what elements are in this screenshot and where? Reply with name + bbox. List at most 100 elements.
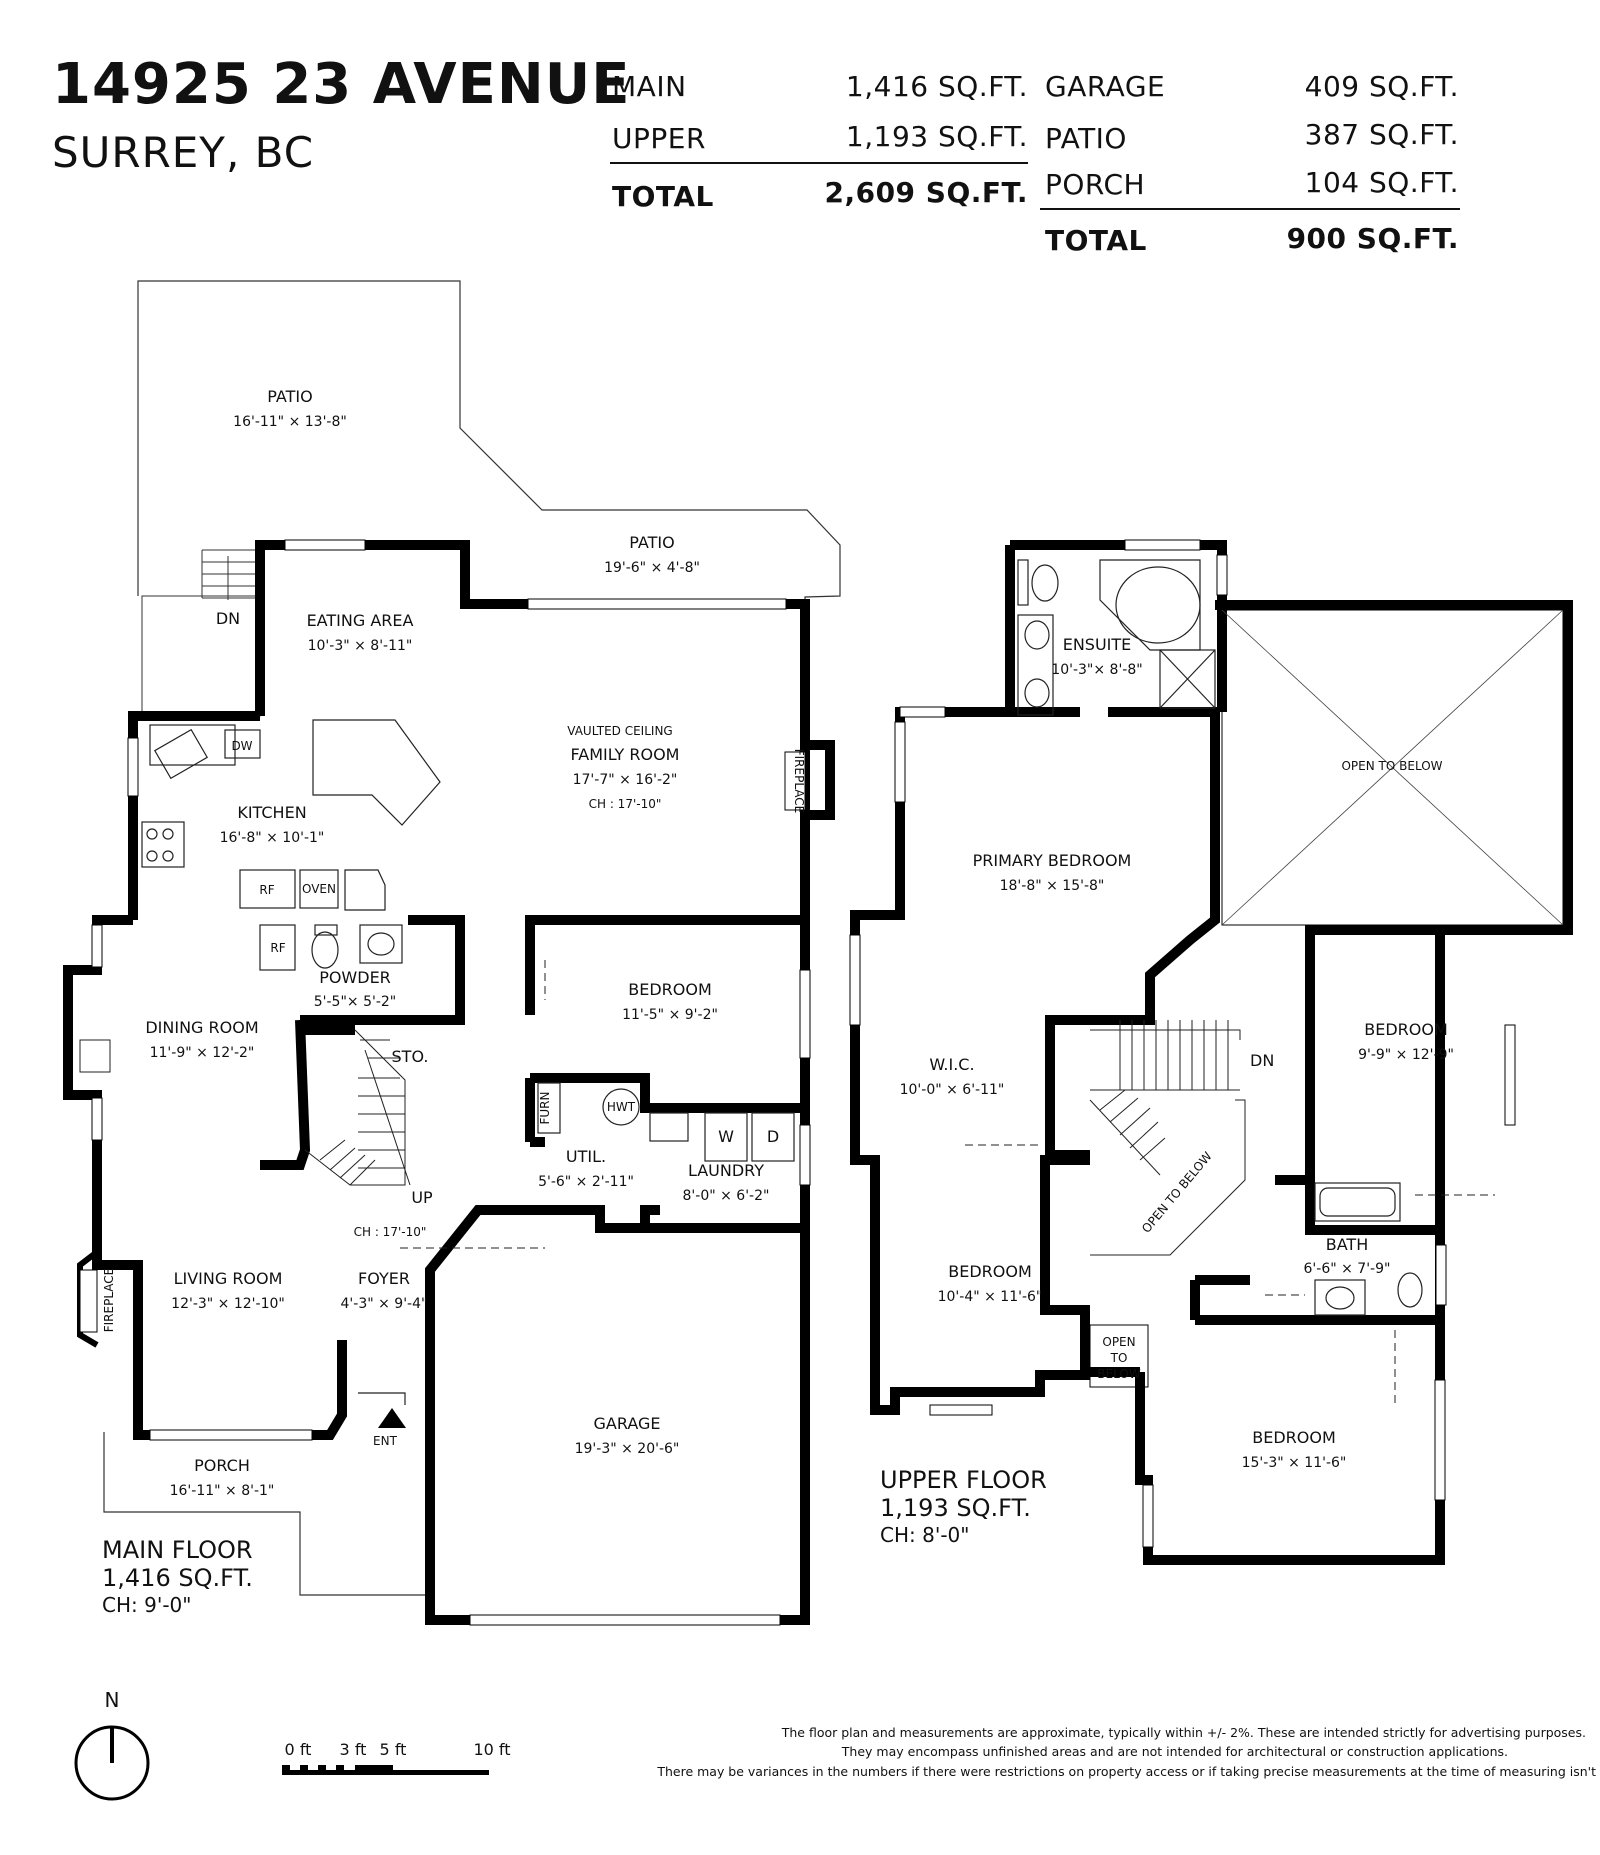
scale-bar: 0 ft 3 ft 5 ft 10 ft (282, 1740, 511, 1775)
entry-arrow-icon (378, 1408, 406, 1428)
porch-name: PORCH (194, 1456, 250, 1475)
garage-name: GARAGE (594, 1414, 661, 1433)
scale-5: 5 ft (380, 1740, 407, 1759)
dining-room-name: DINING ROOM (145, 1018, 258, 1037)
powder-name: POWDER (319, 968, 391, 987)
open-small-line3: BELOW (1097, 1367, 1141, 1381)
property-city: SURREY, BC (52, 128, 315, 177)
furnace (537, 1082, 561, 1134)
family-room-dims: 17'-7" × 16'-2" (573, 772, 678, 788)
fridge-2 (259, 924, 296, 971)
main-bedroom-dims: 11'-5" × 9'-2" (622, 1007, 718, 1023)
foyer-dims: 4'-3" × 9'-4" (341, 1296, 428, 1312)
bath-dims: 6'-6" × 7'-9" (1304, 1261, 1391, 1277)
kitchen-fixtures (141, 719, 441, 971)
upper-floor-area: 1,193 SQ.FT. (880, 1494, 1031, 1522)
disclaimer-line-2: They may encompass unfinished areas and … (841, 1744, 1508, 1759)
porch-outline (103, 1432, 428, 1596)
compass-north-label: N (105, 1688, 120, 1712)
deck-stairs-down-label: DN (216, 609, 240, 628)
living-total-label: TOTAL (612, 180, 714, 213)
kitchen-island (312, 719, 441, 826)
patio-top-dims: 16'-11" × 13'-8" (233, 414, 347, 430)
upper-floor-ceiling: CH: 8'-0" (880, 1523, 969, 1547)
main-floor-title: MAIN FLOOR (102, 1536, 253, 1564)
utility-fixtures (537, 1082, 795, 1162)
dryer-label: D (767, 1127, 779, 1146)
garage-dims: 19'-3" × 20'-6" (575, 1441, 680, 1457)
main-bedroom-name: BEDROOM (628, 980, 712, 999)
disclaimer-line-1: The floor plan and measurements are appr… (781, 1725, 1586, 1740)
foyer-name: FOYER (358, 1269, 410, 1288)
ensuite-shower (1159, 649, 1216, 709)
foyer-ch: CH : 17'-10" (354, 1225, 427, 1239)
patio-area-label: PATIO (1045, 122, 1127, 155)
hwt-label: HWT (607, 1100, 636, 1114)
main-closets (400, 960, 546, 1249)
dining-sink (79, 1039, 111, 1073)
open-to-below-large (1221, 609, 1564, 926)
kitchen-sink (153, 728, 209, 780)
utility-dims: 5'-6" × 2'-11" (538, 1174, 634, 1190)
porch-area-value: 104 SQ.FT. (1304, 166, 1459, 199)
bedroom-bottom-name: BEDROOM (1252, 1428, 1336, 1447)
open-to-below-stair-label: OPEN TO BELOW (1139, 1149, 1215, 1235)
main-stairs (304, 1029, 411, 1186)
pantry (344, 869, 386, 911)
garage-area-value: 409 SQ.FT. (1304, 70, 1459, 103)
upper-floor-walls (850, 540, 1573, 1565)
bath-vanity (1314, 1279, 1366, 1316)
wic-name: W.I.C. (929, 1055, 974, 1074)
porch-area-label: PORCH (1045, 168, 1146, 201)
oven-label: OVEN (302, 882, 336, 896)
wic-dims: 10'-0" × 6'-11" (900, 1082, 1005, 1098)
patio-top-name: PATIO (267, 387, 312, 406)
upper-closets (965, 1144, 1495, 1405)
fridge-1-label: RF (259, 883, 274, 897)
bedroom-mid-dims: 10'-4" × 11'-6" (938, 1289, 1043, 1305)
upper-floor-title: UPPER FLOOR (880, 1466, 1047, 1494)
laundry-dims: 8'-0" × 6'-2" (683, 1188, 770, 1204)
kitchen-counter (149, 724, 236, 766)
kitchen-name: KITCHEN (237, 803, 306, 822)
bath-fixtures (1314, 1182, 1423, 1316)
patio-strip-dims: 19'-6" × 4'-8" (604, 560, 700, 576)
main-stairs-up-label: UP (411, 1188, 433, 1207)
open-to-below-large-label: OPEN TO BELOW (1341, 759, 1442, 773)
bedroom-mid-name: BEDROOM (948, 1262, 1032, 1281)
living-room-dims: 12'-3" × 12'-10" (171, 1296, 285, 1312)
primary-bedroom-dims: 18'-8" × 15'-8" (1000, 878, 1105, 894)
patio-outline (137, 280, 841, 604)
cooktop (141, 821, 185, 868)
washer-label: W (718, 1127, 734, 1146)
powder-vanity (359, 924, 403, 964)
deck-stairs-box (141, 595, 261, 717)
wall-oven (299, 869, 339, 909)
other-total-label: TOTAL (1045, 224, 1147, 257)
laundry-sink (649, 1112, 689, 1142)
laundry-name: LAUNDRY (688, 1161, 764, 1180)
bath-tub (1314, 1182, 1401, 1222)
other-total-rule (1040, 208, 1460, 210)
storage-name: STO. (392, 1047, 429, 1066)
main-floor-ceiling: CH: 9'-0" (102, 1593, 191, 1617)
deck-stairs (201, 549, 260, 600)
scale-3: 3 ft (340, 1740, 367, 1759)
living-room-name: LIVING ROOM (174, 1269, 283, 1288)
powder-fixtures (311, 924, 403, 969)
family-vaulted-note: VAULTED CEILING (567, 724, 672, 738)
scale-0: 0 ft (285, 1740, 312, 1759)
patio-strip-name: PATIO (629, 533, 674, 552)
fridge-1 (239, 869, 296, 909)
ensuite-vanity (1017, 614, 1054, 716)
ensuite-dims: 10'-3"× 8'-8" (1051, 662, 1142, 678)
entry-label: ENT (373, 1434, 398, 1448)
dining-room-dims: 11'-9" × 12'-2" (150, 1045, 255, 1061)
upper-floor-plan: ENSUITE 10'-3"× 8'-8" OPEN TO BELOW PRIM… (849, 539, 1573, 1565)
eating-area-dims: 10'-3" × 8'-11" (308, 638, 413, 654)
bath-toilet (1397, 1272, 1423, 1308)
main-floor-area: 1,416 SQ.FT. (102, 1564, 253, 1592)
living-fireplace-label: FIREPLACE (102, 1268, 116, 1333)
kitchen-dims: 16'-8" × 10'-1" (220, 830, 325, 846)
